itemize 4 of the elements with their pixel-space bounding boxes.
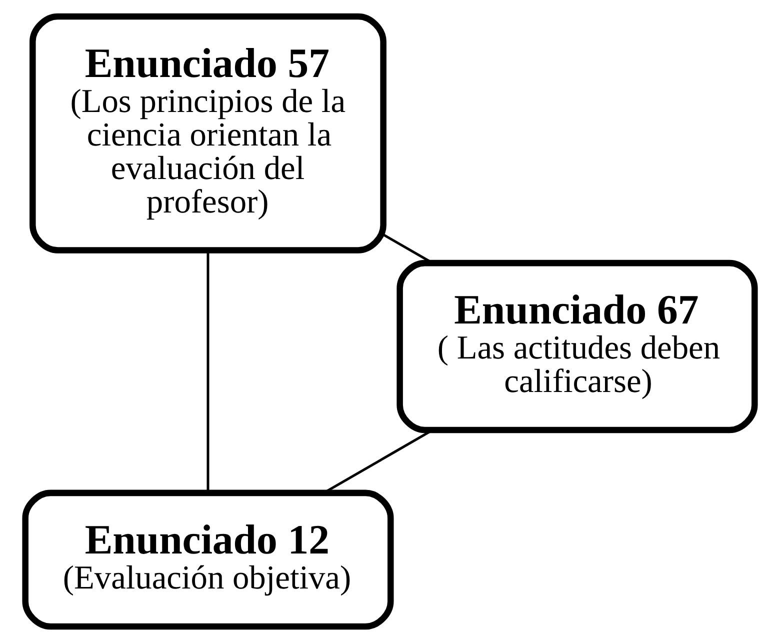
node-box: Enunciado 57 (Los principios de la ciencia orientan la evaluación del profesor) [29, 13, 386, 254]
node-box: Enunciado 67 ( Las actitudes deben calificarse) [396, 260, 758, 434]
connector [206, 250, 209, 492]
node-box: Enunciado 12 (Evaluación objetiva) [22, 490, 394, 630]
